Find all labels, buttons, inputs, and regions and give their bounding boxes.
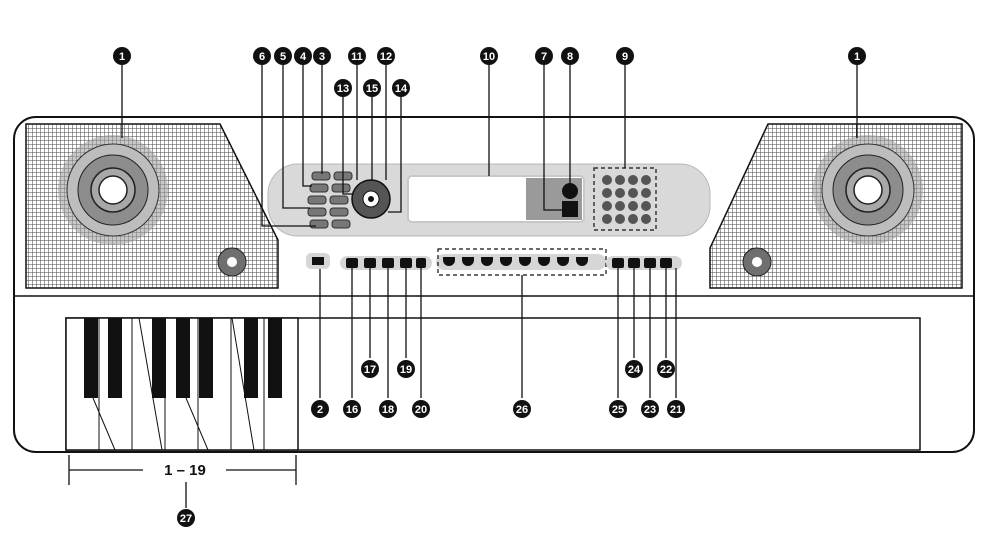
svg-text:1: 1: [119, 51, 125, 63]
callout-27: 27: [177, 509, 195, 527]
callout-1-right: 1: [848, 47, 866, 65]
svg-text:1: 1: [854, 51, 860, 63]
display-indicator: [562, 183, 578, 217]
callout-23: 23: [641, 400, 659, 418]
callout-9: 9: [616, 47, 634, 65]
callout-8: 8: [561, 47, 579, 65]
directional-pad: [351, 179, 391, 219]
svg-text:9: 9: [622, 51, 628, 63]
left-button-stack: [307, 171, 353, 229]
callout-14: 14: [392, 79, 410, 97]
callout-6: 6: [253, 47, 271, 65]
callout-20: 20: [412, 400, 430, 418]
svg-text:15: 15: [366, 83, 378, 95]
svg-text:5: 5: [280, 51, 286, 63]
svg-text:21: 21: [670, 404, 682, 416]
svg-text:11: 11: [351, 51, 363, 63]
svg-text:8: 8: [567, 51, 573, 63]
function-buttons-left: [346, 258, 426, 268]
svg-text:24: 24: [628, 364, 641, 376]
svg-text:25: 25: [612, 404, 624, 416]
callout-13: 13: [334, 79, 352, 97]
svg-text:14: 14: [395, 83, 408, 95]
callout-4: 4: [294, 47, 312, 65]
callout-1-left: 1: [113, 47, 131, 65]
callout-15: 15: [363, 79, 381, 97]
callout-12: 12: [377, 47, 395, 65]
number-keypad: [593, 167, 657, 231]
key-range-label: 1 – 19: [164, 462, 206, 479]
callout-26: 26: [513, 400, 531, 418]
svg-text:3: 3: [319, 51, 325, 63]
svg-text:26: 26: [516, 404, 528, 416]
svg-text:4: 4: [300, 51, 307, 63]
callout-11: 11: [348, 47, 366, 65]
svg-text:18: 18: [382, 404, 394, 416]
rhythm-buttons: [443, 257, 588, 266]
callout-25: 25: [609, 400, 627, 418]
right-speaker: [709, 123, 963, 289]
svg-text:16: 16: [346, 404, 358, 416]
svg-text:19: 19: [400, 364, 412, 376]
callout-3: 3: [313, 47, 331, 65]
callout-5: 5: [274, 47, 292, 65]
svg-text:12: 12: [380, 51, 392, 63]
left-speaker: [25, 123, 279, 289]
callout-18: 18: [379, 400, 397, 418]
callout-2: 2: [311, 400, 329, 418]
svg-text:10: 10: [483, 51, 495, 63]
svg-text:6: 6: [259, 51, 265, 63]
callout-10: 10: [480, 47, 498, 65]
svg-text:27: 27: [180, 513, 192, 525]
svg-text:13: 13: [337, 83, 349, 95]
svg-text:2: 2: [317, 404, 323, 416]
callout-24: 24: [625, 360, 643, 378]
leader-lines: [68, 65, 858, 508]
svg-text:7: 7: [541, 51, 547, 63]
svg-text:23: 23: [644, 404, 656, 416]
function-buttons-right: [612, 258, 672, 268]
callout-16: 16: [343, 400, 361, 418]
callout-22: 22: [657, 360, 675, 378]
svg-text:17: 17: [364, 364, 376, 376]
svg-text:20: 20: [415, 404, 427, 416]
callout-17: 17: [361, 360, 379, 378]
callout-19: 19: [397, 360, 415, 378]
svg-text:22: 22: [660, 364, 672, 376]
piano-keys: [65, 317, 299, 451]
callout-7: 7: [535, 47, 553, 65]
callout-21: 21: [667, 400, 685, 418]
